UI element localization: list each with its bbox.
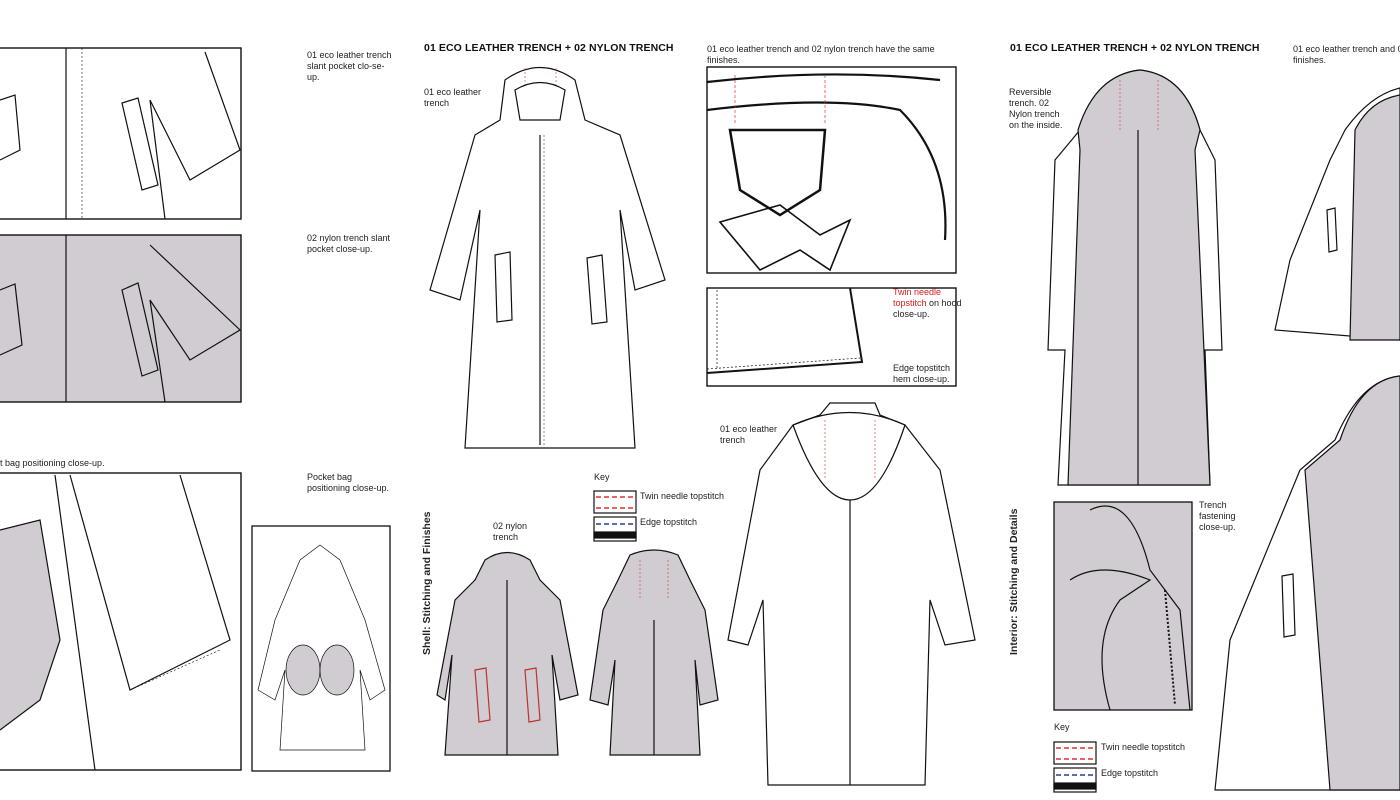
twin-needle-highlight: Twin needle topstitch bbox=[893, 287, 942, 308]
eco-trench-front-drawing bbox=[429, 67, 666, 449]
right-partial-label: 01 eco leather trench and 0 finishes. bbox=[1293, 44, 1400, 65]
reversible-trench-interior-drawing bbox=[1047, 69, 1223, 486]
twin-hood-rest: on hood close-up. bbox=[893, 298, 962, 319]
edge-hem-label: Edge topstitch hem close-up. bbox=[893, 363, 951, 384]
fastening-label: Trench fastening close-up. bbox=[1199, 500, 1236, 532]
pocket-bag-closeup-drawing bbox=[0, 472, 391, 772]
nylon-pocket-label: 02 nylon trench slant pocket close-up. bbox=[307, 233, 391, 254]
nylon-trench-back-drawing bbox=[589, 549, 719, 756]
nylon-pocket-closeup-drawing bbox=[0, 234, 242, 403]
interior-section-title: Interior: Stitching and Details bbox=[1008, 508, 1020, 655]
eco-front-label: 01 eco leather trench bbox=[424, 87, 482, 108]
reversible-label: Reversible trench. 02 Nylon trench on th… bbox=[1009, 87, 1063, 130]
interior-key-edge: Edge topstitch bbox=[1101, 768, 1159, 778]
pocket-bag-label: Pocket bag positioning close-up. bbox=[307, 472, 390, 493]
eco-trench-back-drawing bbox=[727, 402, 976, 786]
hem-closeup-drawing bbox=[706, 287, 957, 387]
eco-pocket-label: 01 eco leather trench slant pocket clo-s… bbox=[307, 50, 392, 82]
interior-key-twin: Twin needle topstitch bbox=[1101, 742, 1186, 752]
shell-key-swatches bbox=[593, 490, 637, 542]
hood-closeup-drawing bbox=[706, 66, 957, 274]
pocket-bag-partial-label: t bag positioning close-up. bbox=[0, 458, 105, 468]
right-partial-drawings bbox=[1214, 87, 1400, 791]
shell-key-twin: Twin needle topstitch bbox=[640, 491, 725, 501]
shell-key-edge: Edge topstitch bbox=[640, 517, 698, 527]
shell-key-title: Key bbox=[594, 472, 610, 482]
same-finishes-label: 01 eco leather trench and 02 nylon trenc… bbox=[707, 44, 935, 65]
nylon-label: 02 nylon trench bbox=[493, 521, 528, 542]
twin-hood-label: Twin needle topstitch on hood close-up. bbox=[893, 287, 963, 320]
interior-key-swatches bbox=[1053, 741, 1097, 793]
nylon-trench-front-drawing bbox=[436, 551, 579, 756]
fastening-closeup-drawing bbox=[1053, 501, 1193, 711]
eco-pocket-closeup-drawing bbox=[0, 47, 242, 220]
eco-back-label: 01 eco leather trench bbox=[720, 424, 778, 445]
interior-key-title: Key bbox=[1054, 722, 1070, 732]
shell-section-title: Shell: Stitching and Finishes bbox=[421, 511, 433, 655]
shell-title: 01 ECO LEATHER TRENCH + 02 NYLON TRENCH bbox=[424, 42, 674, 54]
interior-title: 01 ECO LEATHER TRENCH + 02 NYLON TRENCH bbox=[1010, 42, 1260, 54]
